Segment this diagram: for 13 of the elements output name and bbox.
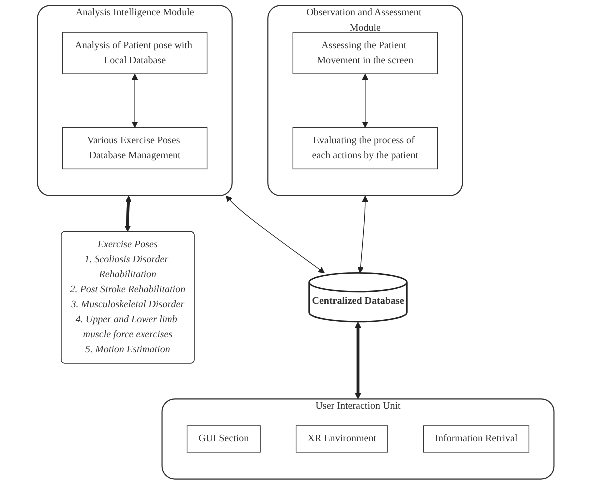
node-box: Information Retrival (423, 426, 530, 453)
node-box: GUI Section (186, 426, 261, 453)
arrow (124, 196, 132, 232)
arrow (355, 322, 362, 400)
arrow (226, 196, 325, 274)
arrow (362, 74, 369, 128)
node-box: XR Environment (296, 426, 388, 453)
arrow (358, 196, 369, 274)
node-box: Analysis of Patient pose with Local Database (62, 32, 208, 74)
node-box: Various Exercise Poses Database Management (62, 127, 208, 170)
node-box: Assessing the Patient Movement in the screen (292, 32, 438, 74)
arrow (132, 74, 138, 128)
node-box: Evaluating the process of each actions by the patient (292, 127, 438, 170)
